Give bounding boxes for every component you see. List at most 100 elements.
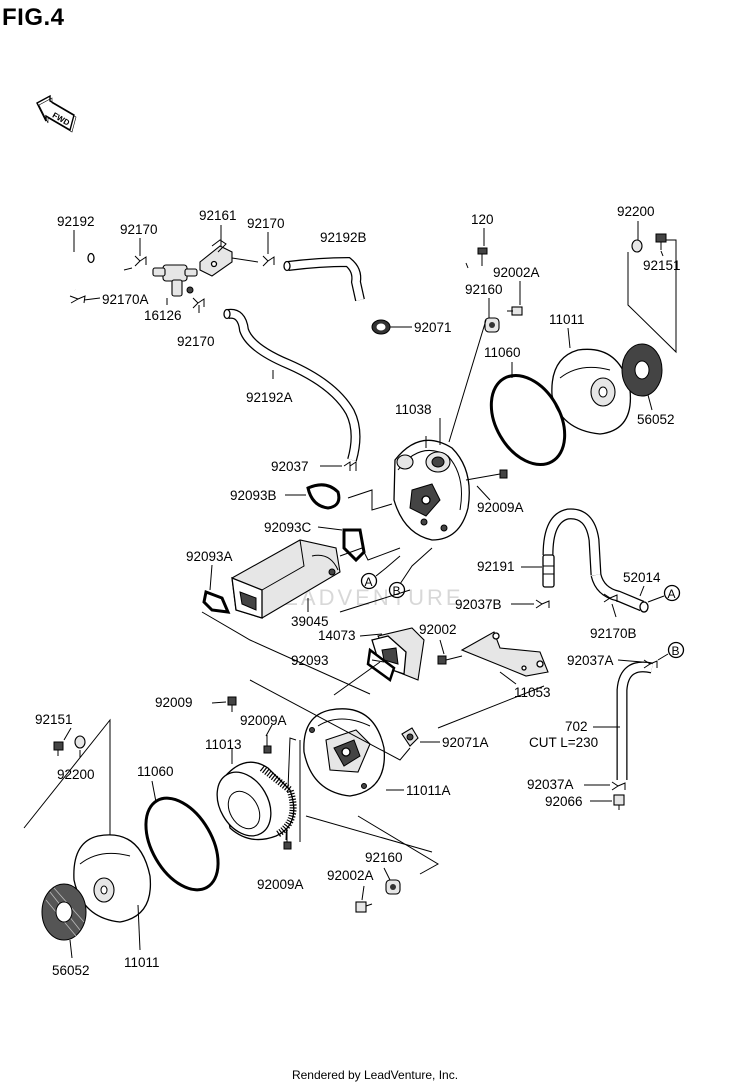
callout-b-right: B: [667, 641, 685, 659]
collar-92160-bot: [385, 879, 401, 895]
label-92170A: 92170A: [102, 292, 149, 307]
label-92093C: 92093C: [264, 520, 312, 535]
label-11011-bot: 11011: [124, 955, 160, 970]
label-120: 120: [471, 212, 494, 227]
label-52014: 52014: [623, 570, 661, 585]
bolt-92151-top: [655, 233, 667, 250]
seal-92093B: [306, 483, 341, 510]
label-92009A-mid: 92009A: [477, 500, 524, 515]
label-92002A-top: 92002A: [493, 265, 540, 280]
clip-92170B-icon: [603, 593, 618, 603]
bracket-92161: [199, 239, 233, 277]
callout-b-mid: B: [388, 581, 406, 599]
plate-56052-top: [621, 343, 663, 397]
label-11053: 11053: [514, 685, 551, 700]
label-92009A-b: 92009A: [257, 877, 304, 892]
label-92170-b: 92170: [247, 216, 285, 231]
label-92009A-a: 92009A: [240, 713, 287, 728]
nipple-92066: [613, 794, 625, 810]
footer-credit: Rendered by LeadVenture, Inc.: [291, 1068, 459, 1082]
callout-a-right: A: [663, 584, 681, 602]
clip-92170A-icon: [69, 295, 86, 304]
label-92037: 92037: [271, 459, 309, 474]
seal-92093C: [342, 528, 366, 563]
label-92192B: 92192B: [320, 230, 367, 245]
hose-92191: [542, 508, 602, 588]
joint-52014: [590, 573, 649, 613]
bolt-92009: [227, 696, 237, 712]
gasket-11060-bot: [144, 796, 220, 892]
callout-b-label: B: [393, 584, 401, 598]
label-92161: 92161: [199, 208, 237, 223]
hose-92192B: [283, 256, 365, 302]
hose-92192: [62, 252, 95, 293]
label-92037B: 92037B: [455, 597, 502, 612]
bolt-92009A-b: [283, 831, 292, 850]
bolt-92151-bot: [53, 741, 64, 756]
bracket-11053: [460, 631, 549, 677]
cover-11011-top: [551, 348, 632, 435]
label-92093B: 92093B: [230, 488, 277, 503]
grommet-92071: [371, 319, 391, 335]
gasket-11060-top: [489, 373, 567, 467]
label-92071: 92071: [414, 320, 452, 335]
bolt-92002A-bot: [355, 901, 373, 913]
washer-92200-top: [631, 239, 643, 253]
bolt-92009A-mid: [465, 469, 508, 481]
clip-92037B-icon: [535, 599, 550, 609]
label-92066: 92066: [545, 794, 583, 809]
backing-plate-11038: [393, 439, 470, 541]
label-92200-top: 92200: [617, 204, 655, 219]
duct-39045: [231, 539, 341, 619]
label-11011-top: 11011: [549, 312, 585, 327]
bolt-92009A-a: [263, 735, 272, 754]
grommet-92071A: [401, 727, 419, 747]
housing-11011A: [303, 708, 386, 797]
seal-92093A: [202, 589, 231, 614]
label-56052-bot: 56052: [52, 963, 90, 978]
label-92002A-bot: 92002A: [327, 868, 374, 883]
label-92151-bot: 92151: [35, 712, 73, 727]
label-16126: 16126: [144, 308, 182, 323]
label-11060-top: 11060: [484, 345, 521, 360]
label-56052-top: 56052: [637, 412, 675, 427]
filter-11013: [216, 761, 297, 841]
clip-92037-icon: [343, 461, 357, 471]
callout-a-label: A: [365, 575, 373, 589]
bolt-120: [477, 247, 488, 266]
label-702: 702: [565, 719, 588, 734]
hose-702: [616, 661, 654, 780]
label-92192A: 92192A: [246, 390, 293, 405]
label-11011A: 11011A: [406, 783, 451, 798]
label-92170B: 92170B: [590, 626, 637, 641]
label-92200-bot: 92200: [57, 767, 95, 782]
label-92151-top: 92151: [643, 258, 681, 273]
label-92037A-a: 92037A: [567, 653, 614, 668]
figure-title: FIG.4: [2, 4, 65, 31]
label-11060-bot: 11060: [137, 764, 174, 779]
collar-92160-top: [484, 317, 500, 333]
label-14073: 14073: [318, 628, 356, 643]
label-39045: 39045: [291, 614, 329, 629]
washer-92200-bot: [74, 735, 86, 749]
callout-b-right-label: B: [672, 644, 680, 658]
label-92160-bot: 92160: [365, 850, 403, 865]
label-92093A: 92093A: [186, 549, 233, 564]
label-92009: 92009: [155, 695, 193, 710]
bolt-92002: [437, 655, 463, 665]
bolt-92002A-top: [507, 306, 523, 316]
seal-92093-mid: [366, 647, 396, 683]
label-92160-top: 92160: [465, 282, 503, 297]
fwd-arrow-icon: FWD: [36, 94, 77, 133]
label-92191: 92191: [477, 559, 515, 574]
valve-16126: [152, 264, 198, 297]
label-702-cut: CUT L=230: [529, 735, 598, 750]
label-11038: 11038: [395, 402, 432, 417]
label-92192: 92192: [57, 214, 95, 229]
cover-11011-bot: [73, 834, 152, 923]
callout-a-right-label: A: [668, 587, 676, 601]
label-92002: 92002: [419, 622, 457, 637]
hose-92192A: [223, 308, 361, 462]
clip-92170-icon: [134, 255, 275, 309]
